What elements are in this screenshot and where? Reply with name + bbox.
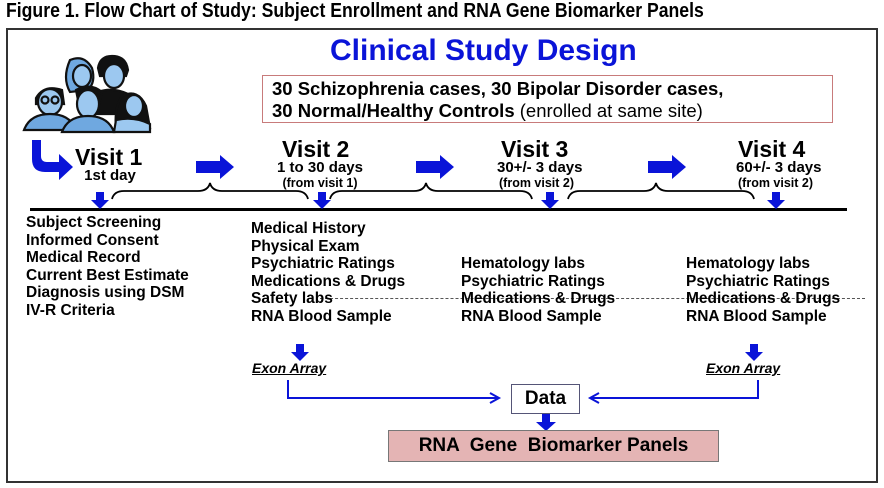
activity-item: Safety labs — [251, 290, 333, 308]
visit-2-activities: Medical History Physical Exam Psychiatri… — [251, 220, 405, 326]
down-arrow-icon — [536, 414, 556, 431]
down-arrow-icon — [313, 192, 331, 209]
enrollment-line-1: 30 Schizophrenia cases, 30 Bipolar Disor… — [272, 78, 724, 99]
curly-brace-icon — [567, 182, 755, 200]
enrollment-line-2: 30 Normal/Healthy Controls (enrolled at … — [272, 100, 832, 122]
data-box: Data — [511, 384, 580, 414]
visit-4-activities: Hematology labs Psychiatric Ratings Medi… — [686, 255, 840, 325]
activity-item: Medications & Drugs — [686, 290, 841, 308]
activity-item: Psychiatric Ratings — [461, 272, 605, 290]
exon-array-label-right: Exon Array — [706, 360, 781, 376]
visit-3-timing: 30+/- 3 days — [497, 159, 583, 176]
timeline-axis — [30, 208, 847, 211]
enrollment-site-note: (enrolled at same site) — [514, 100, 703, 121]
enrollment-box: 30 Schizophrenia cases, 30 Bipolar Disor… — [262, 75, 833, 123]
visit-1-title: Visit 1 — [75, 144, 143, 170]
right-arrow-icon — [648, 155, 686, 179]
down-arrow-icon — [767, 192, 785, 209]
right-arrow-icon — [416, 155, 454, 179]
activity-item: Physical Exam — [251, 237, 360, 255]
enrollment-controls: 30 Normal/Healthy Controls — [272, 100, 515, 121]
visit-4-note: (from visit 2) — [738, 176, 814, 190]
visit-4-timing: 60+/- 3 days — [736, 159, 822, 176]
visit-2-note: (from visit 1) — [282, 176, 358, 190]
figure-title: Figure 1. Flow Chart of Study: Subject E… — [6, 0, 704, 22]
visit-3-activities: Hematology labs Psychiatric Ratings Medi… — [461, 255, 615, 325]
activity-item: Diagnosis using DSM — [26, 284, 185, 302]
activity-item: RNA Blood Sample — [251, 307, 392, 325]
left-connector-arrow — [287, 380, 502, 404]
activity-item: Hematology labs — [686, 255, 811, 272]
activity-item: Medical Record — [26, 249, 141, 267]
curved-arrow-icon — [32, 140, 73, 180]
dashed-separator — [320, 298, 865, 299]
study-title: Clinical Study Design — [330, 34, 637, 67]
down-arrow-icon — [745, 344, 763, 361]
right-connector-arrow — [587, 380, 759, 404]
visit-1-timing: 1st day — [84, 167, 136, 184]
activity-item: RNA Blood Sample — [686, 307, 827, 325]
down-arrow-icon — [291, 344, 309, 361]
visit-4-title: Visit 4 — [738, 136, 806, 162]
curly-brace-icon — [329, 182, 533, 200]
activity-item: Hematology labs — [461, 255, 586, 272]
activity-item: Psychiatric Ratings — [251, 255, 395, 273]
people-group-icon — [22, 54, 152, 134]
right-arrow-icon — [196, 155, 234, 179]
down-arrow-icon — [541, 192, 559, 209]
activity-item: IV-R Criteria — [26, 301, 115, 319]
diagram-frame — [6, 28, 878, 483]
activity-item: Psychiatric Ratings — [686, 272, 830, 290]
activity-item: Medical History — [251, 220, 366, 237]
exon-array-label-left: Exon Array — [252, 360, 327, 376]
visit-3-note: (from visit 2) — [499, 176, 575, 190]
curly-brace-icon — [111, 182, 309, 200]
visit-2-title: Visit 2 — [282, 136, 350, 162]
visit-2-timing: 1 to 30 days — [277, 159, 363, 176]
activity-item: Subject Screening — [26, 214, 162, 231]
activity-item: Current Best Estimate — [26, 266, 189, 284]
activity-item: Medications & Drugs — [251, 272, 406, 290]
activity-item: Medications & Drugs — [461, 290, 616, 308]
biomarker-panel-box: RNA Gene Biomarker Panels — [388, 430, 719, 462]
visit-1-activities: Subject Screening Informed Consent Medic… — [26, 214, 189, 320]
down-arrow-icon — [91, 192, 109, 209]
activity-item: RNA Blood Sample — [461, 307, 602, 325]
activity-item: Informed Consent — [26, 231, 159, 249]
visit-3-title: Visit 3 — [501, 136, 569, 162]
